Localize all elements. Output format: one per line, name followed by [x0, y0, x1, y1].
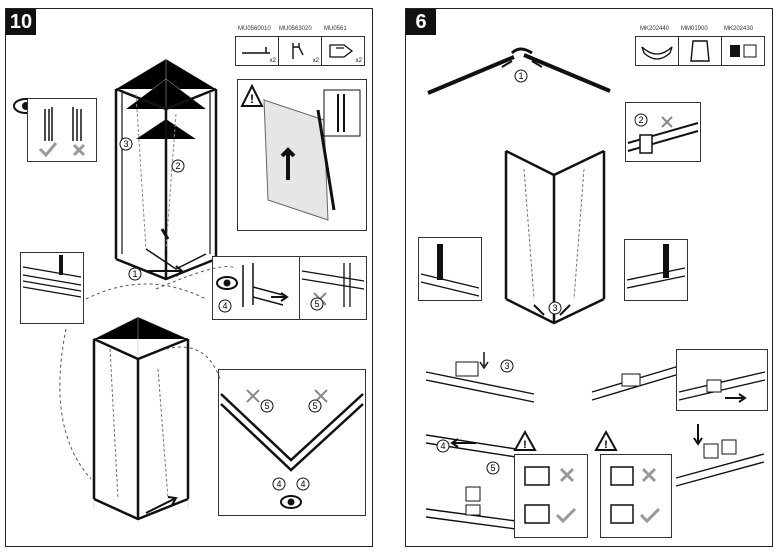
roller-detail-box [624, 239, 688, 301]
part-qty: x2 [269, 58, 276, 64]
corner-detail-box [218, 369, 366, 516]
svg-text:!: ! [604, 439, 608, 451]
callout-circle: 4 [218, 299, 232, 313]
part-box: x2 [235, 36, 279, 66]
guide-detail-box [425, 469, 518, 531]
part-box [635, 36, 679, 66]
orientation-check-box [27, 98, 97, 162]
profile-detail-box [20, 252, 84, 324]
shower-enclosure-drawing [504, 149, 606, 325]
guide-block-icon [730, 44, 757, 58]
check-icon [639, 507, 661, 524]
callout-circle: 2 [171, 159, 185, 173]
callout-label: 5 [314, 299, 319, 309]
part-box: x2 [278, 36, 322, 66]
callout-label: 3 [504, 361, 509, 371]
end-cap-icon [329, 44, 354, 58]
callout-label: 1 [132, 269, 137, 279]
callout-circle: 5 [486, 461, 500, 475]
part-code: MU0563020 [279, 26, 312, 32]
orientation-check-box [600, 454, 672, 538]
check-icon [555, 507, 577, 524]
callout-label: 4 [440, 441, 445, 451]
callout-label: 2 [638, 115, 643, 125]
callout-label: 4 [300, 479, 305, 489]
warning-icon [240, 83, 264, 107]
callout-circle: 4 [272, 477, 286, 491]
rail-detail-box [625, 102, 701, 162]
orientation-check-box [514, 454, 588, 538]
callout-label: 2 [175, 161, 180, 171]
part-code: MU0560010 [238, 26, 271, 32]
callout-label: 5 [490, 463, 495, 473]
screwdriver-icon [246, 389, 328, 403]
callout-circle: 3 [500, 359, 514, 373]
track-detail-box [425, 342, 536, 403]
corner-connector-icon [641, 46, 673, 60]
callout-circle: 2 [634, 113, 648, 127]
callout-label: 4 [276, 479, 281, 489]
arrow-icon [148, 265, 184, 277]
cross-icon [641, 467, 657, 483]
warning-icon: ! [594, 429, 618, 451]
part-code: MK202440 [640, 26, 670, 32]
left-instruction-panel: 10 MU0560010 MU0563020 MU0561 x2 x2 x2 [5, 8, 373, 547]
svg-text:!: ! [523, 439, 527, 451]
roller-detail-box [418, 237, 482, 301]
cross-icon [559, 467, 575, 483]
cross-icon [72, 143, 86, 157]
callout-label: 1 [518, 71, 523, 81]
part-code: MK202430 [724, 26, 754, 32]
track-detail-box [676, 349, 768, 411]
callout-label: 5 [264, 401, 269, 411]
part-box: x2 [321, 36, 365, 66]
guide-detail-box [675, 414, 766, 494]
svg-text:!: ! [250, 92, 254, 106]
eye-icon [280, 495, 302, 509]
bracket-icon [690, 40, 710, 62]
callout-circle: 1 [128, 267, 142, 281]
callout-circle: 3 [119, 137, 133, 151]
part-box [678, 36, 722, 66]
callout-label: 3 [123, 139, 128, 149]
part-box [721, 36, 765, 66]
track-detail-box [591, 342, 688, 402]
callout-label: 4 [222, 301, 227, 311]
step-number: 10 [6, 9, 36, 35]
callout-circle: 3 [548, 301, 562, 315]
warning-detail-box: ! [237, 79, 367, 231]
arrow-icon [145, 496, 178, 514]
check-icon [38, 142, 58, 158]
shower-enclosure-drawing [114, 58, 218, 281]
warning-icon: ! [513, 429, 537, 451]
part-qty: x2 [355, 58, 362, 64]
callout-circle: 5 [308, 399, 322, 413]
clip-icon [292, 43, 304, 59]
callout-circle: 5 [310, 297, 324, 311]
part-code: MU0561 [324, 26, 347, 32]
guide-detail-box [425, 409, 518, 469]
connector-lines [59, 266, 237, 480]
callout-circle: 4 [436, 439, 450, 453]
screwdriver-icon [661, 116, 673, 128]
part-qty: x2 [312, 58, 319, 64]
callout-label: 5 [312, 401, 317, 411]
eye-icon [216, 276, 238, 290]
callout-circle: 4 [296, 477, 310, 491]
screw-detail-box [299, 256, 367, 320]
top-rail-drawing [427, 47, 611, 95]
callout-circle: 1 [514, 69, 528, 83]
step-number: 6 [406, 9, 436, 35]
shower-enclosure-drawing [92, 316, 190, 521]
part-code: MM01900 [681, 26, 708, 32]
right-instruction-panel: 6 MK202440 MM01900 MK202430 1 2 3 3 [405, 8, 773, 547]
callout-circle: 5 [260, 399, 274, 413]
profile-strip-icon [242, 47, 270, 54]
callout-label: 3 [552, 303, 557, 313]
